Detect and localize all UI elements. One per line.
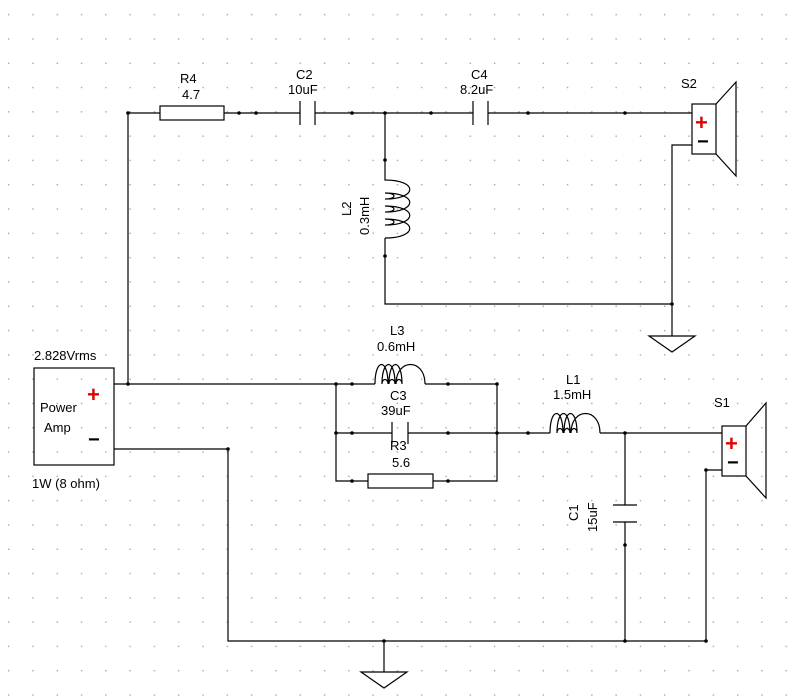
node: [237, 111, 241, 115]
node: [446, 431, 450, 435]
s2-minus-icon: −: [697, 131, 709, 153]
ground-icon: [647, 335, 697, 353]
inductor-l1: L1 1.5mH: [549, 372, 601, 434]
resistor-icon: [159, 105, 225, 121]
node: [350, 382, 354, 386]
node: [350, 111, 354, 115]
speaker-magnet: [691, 103, 717, 155]
capacitor-c2: C2 10uF: [288, 67, 318, 125]
node: [254, 111, 258, 115]
inductor-icon: [374, 364, 426, 385]
node: [623, 639, 627, 643]
node: [495, 431, 499, 435]
l3-value: 0.6mH: [377, 339, 415, 354]
node: [446, 479, 450, 483]
inductor-icon: [549, 413, 601, 434]
node: [350, 479, 354, 483]
node: [350, 431, 354, 435]
node: [126, 382, 130, 386]
amp-plus-icon: +: [87, 382, 100, 407]
amp-name-line2: Amp: [44, 420, 71, 435]
node: [623, 111, 627, 115]
s1-minus-icon: −: [727, 452, 739, 474]
c1-ref: C1: [566, 504, 581, 521]
c4-ref: C4: [471, 67, 488, 82]
capacitor-c4: C4 8.2uF: [460, 67, 493, 125]
speaker-magnet: [721, 425, 747, 477]
l2-value: 0.3mH: [357, 197, 372, 235]
inductor-l3: L3 0.6mH: [374, 323, 426, 385]
l2-ref: L2: [339, 202, 354, 216]
amp-minus-icon: −: [88, 429, 100, 451]
amp-power: 1W (8 ohm): [32, 476, 100, 491]
c1-value: 15uF: [585, 502, 600, 532]
node: [623, 431, 627, 435]
resistor-r3: R3 5.6: [367, 438, 434, 489]
speaker-cone: [715, 80, 737, 178]
node: [383, 111, 387, 115]
node: [495, 382, 499, 386]
speaker-s1: S1 + −: [714, 395, 767, 500]
s2-ref: S2: [681, 76, 697, 91]
resistor-icon: [367, 473, 434, 489]
inductor-l2: L2 0.3mH: [339, 160, 411, 239]
speaker-s2: S2 + −: [681, 76, 737, 178]
s1-ref: S1: [714, 395, 730, 410]
node: [704, 468, 708, 472]
node: [226, 447, 230, 451]
r4-value: 4.7: [182, 87, 200, 102]
node: [526, 431, 530, 435]
inductor-icon: [384, 160, 411, 239]
l1-ref: L1: [566, 372, 580, 387]
r3-ref: R3: [390, 438, 407, 453]
power-amp: 2.828Vrms Power Amp + − 1W (8 ohm): [32, 348, 115, 491]
node: [334, 382, 338, 386]
junction-nodes: [126, 111, 708, 643]
node: [382, 639, 386, 643]
s1-plus-icon: +: [725, 431, 738, 456]
l3-ref: L3: [390, 323, 404, 338]
capacitor-c3: C3 39uF: [381, 388, 411, 444]
c3-ref: C3: [390, 388, 407, 403]
resistor-r4: R4 4.7: [159, 71, 225, 121]
node: [526, 111, 530, 115]
capacitor-c1: C1 15uF: [566, 502, 637, 532]
node: [126, 111, 130, 115]
node: [704, 639, 708, 643]
node: [670, 302, 674, 306]
speaker-cone: [745, 401, 767, 500]
amp-name-line1: Power: [40, 400, 78, 415]
c3-value: 39uF: [381, 403, 411, 418]
node: [334, 431, 338, 435]
node: [429, 111, 433, 115]
s2-plus-icon: +: [695, 110, 708, 135]
c4-value: 8.2uF: [460, 82, 493, 97]
node: [623, 543, 627, 547]
r3-value: 5.6: [392, 455, 410, 470]
amp-voltage: 2.828Vrms: [34, 348, 97, 363]
power-amp-body: [33, 367, 115, 466]
node: [383, 254, 387, 258]
l1-value: 1.5mH: [553, 387, 591, 402]
c2-value: 10uF: [288, 82, 318, 97]
node: [446, 382, 450, 386]
ground-icon: [359, 671, 409, 689]
r4-ref: R4: [180, 71, 197, 86]
c2-ref: C2: [296, 67, 313, 82]
